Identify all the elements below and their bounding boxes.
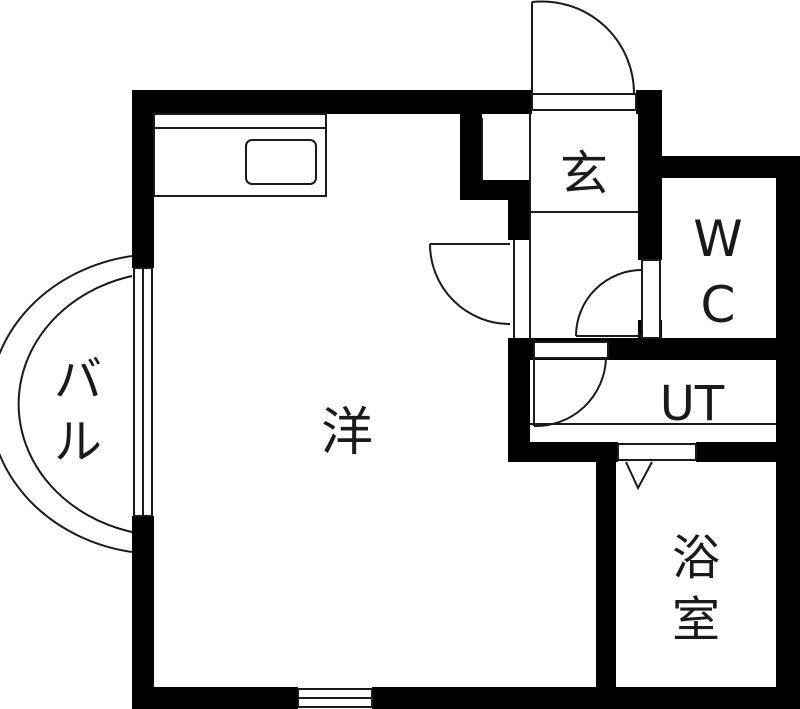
- entrance-door-swing: [531, 0, 636, 95]
- ut-door-swing: [533, 357, 607, 428]
- wall-bottom-right: [372, 687, 800, 709]
- fixtures: [0, 0, 776, 708]
- entrance-door-frame: [531, 93, 637, 111]
- label-bath-1: 浴: [672, 530, 720, 586]
- label-utility: UT: [660, 376, 725, 432]
- label-entrance: 玄: [560, 146, 608, 202]
- kitchen-counter: [153, 113, 327, 197]
- balcony-inner-curve: [17, 275, 133, 533]
- wall-bath-left: [596, 442, 616, 709]
- toilet-door-jamb: [641, 259, 661, 339]
- ut-door-frame: [533, 341, 609, 359]
- kitchen-sink: [245, 139, 317, 185]
- label-balcony-2: ル: [54, 414, 102, 470]
- wall-toilet-right: [776, 156, 800, 709]
- room-door-swing: [429, 243, 511, 325]
- label-toilet-w: W: [693, 210, 742, 268]
- wall-bottom-left: [132, 687, 298, 709]
- wall-left-lower: [132, 516, 154, 709]
- bath-door-fold: [625, 461, 653, 491]
- bath-door-frame: [617, 443, 697, 461]
- balcony-outer-curve: [0, 255, 133, 553]
- label-western-room: 洋: [321, 403, 373, 463]
- label-bath-2: 室: [672, 592, 720, 648]
- label-balcony-1: バ: [54, 352, 102, 408]
- wall-toilet-top: [662, 156, 800, 178]
- wall-ut-bottom-left: [508, 442, 618, 462]
- room-labels: 洋 玄 W C UT 浴 室 バ ル: [54, 146, 743, 648]
- wall-ut-bottom-right: [696, 442, 800, 462]
- wall-left-upper: [132, 90, 154, 268]
- walls: [132, 90, 800, 709]
- toilet-door-swing: [575, 269, 643, 337]
- wall-entrance-right: [638, 90, 662, 260]
- wall-notch-vertical: [460, 90, 482, 200]
- label-toilet-c: C: [701, 276, 736, 334]
- wall-ut-left: [508, 338, 530, 462]
- wall-entrance-left: [508, 180, 530, 240]
